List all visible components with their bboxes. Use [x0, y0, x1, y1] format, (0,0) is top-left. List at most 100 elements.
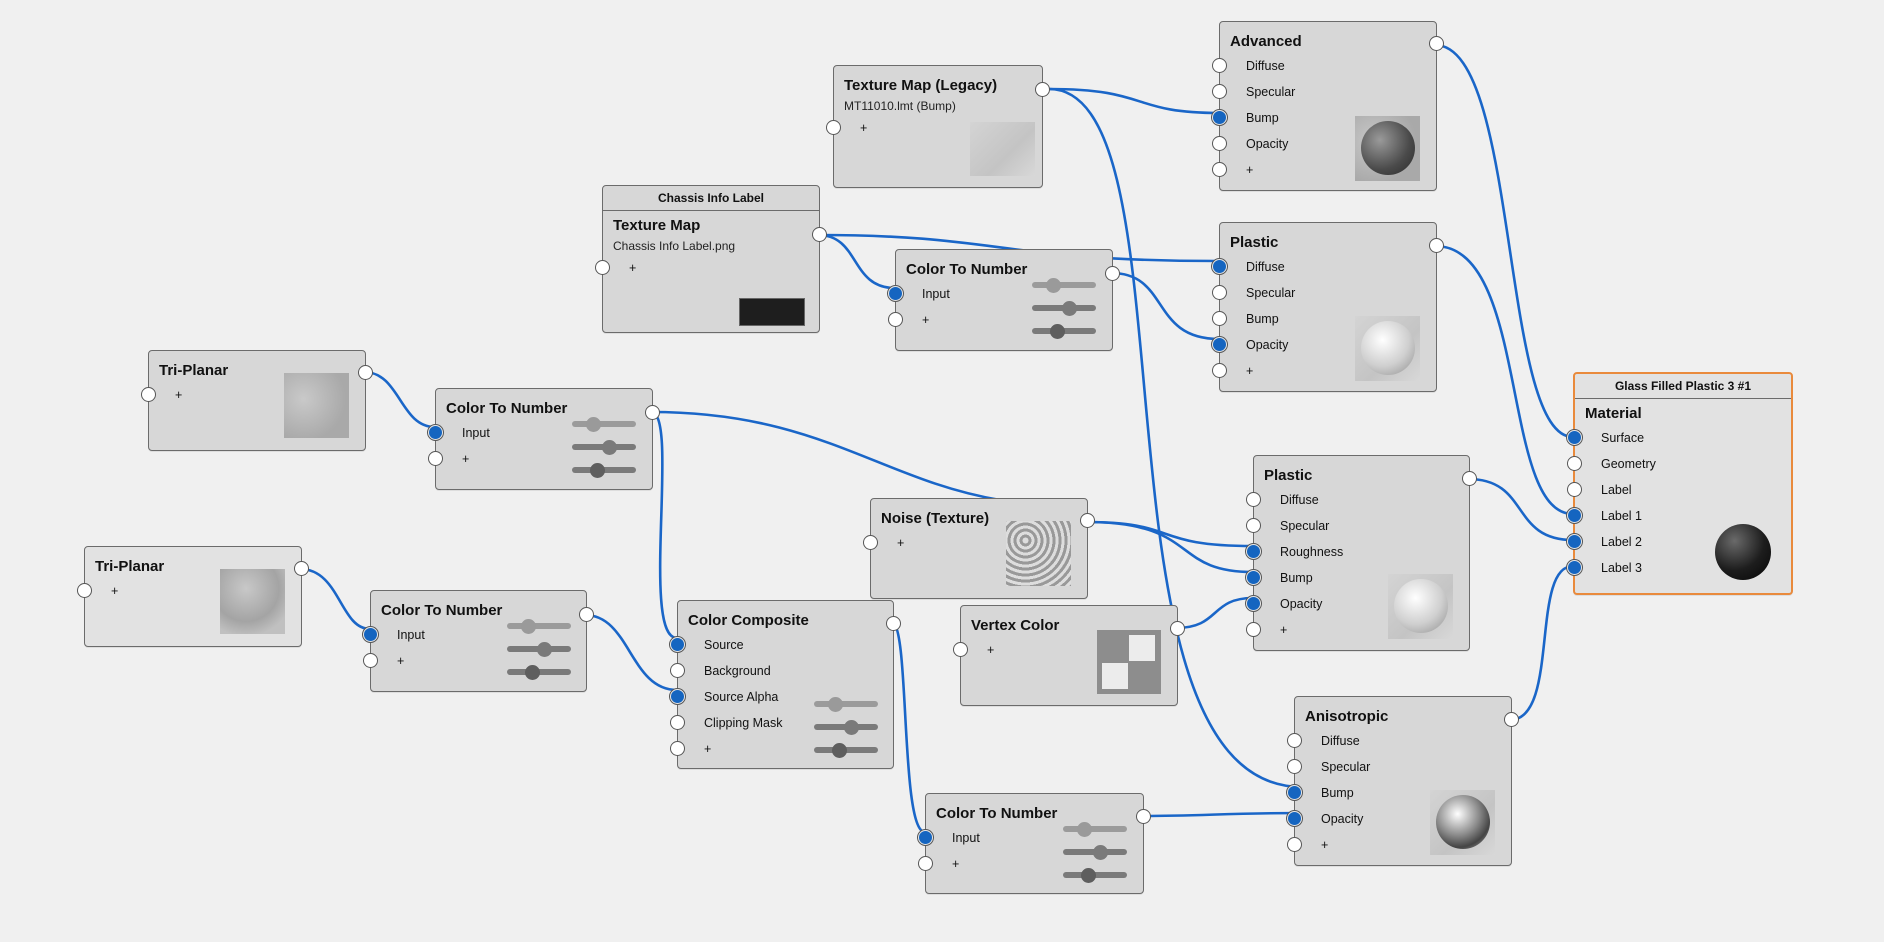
slider-knob[interactable] [1077, 821, 1092, 837]
slider-knob[interactable] [602, 439, 617, 455]
input-port[interactable] [1287, 759, 1302, 774]
port-row-specular[interactable]: Specular [1212, 280, 1436, 306]
output-port[interactable] [1035, 82, 1050, 97]
output-port[interactable] [1136, 809, 1151, 824]
slider-knob[interactable] [844, 719, 859, 735]
input-port[interactable] [1567, 482, 1582, 497]
input-port[interactable] [77, 583, 92, 598]
port-row-opacity[interactable]: Opacity [1212, 332, 1436, 358]
input-port[interactable] [141, 387, 156, 402]
chassis-texture-map-node[interactable]: Chassis Info Label Texture Map Chassis I… [595, 185, 827, 333]
input-port[interactable] [1212, 259, 1227, 274]
input-port[interactable] [670, 689, 685, 704]
port-row-roughness[interactable]: Roughness [1246, 539, 1469, 565]
port-row-bump[interactable]: Bump [1246, 565, 1469, 591]
input-port[interactable] [1212, 136, 1227, 151]
input-port[interactable] [1212, 311, 1227, 326]
port-row-specular[interactable]: Specular [1287, 754, 1511, 780]
output-port[interactable] [579, 607, 594, 622]
input-port[interactable] [670, 637, 685, 652]
port-row-add[interactable]: + [1212, 358, 1436, 384]
port-row-bump[interactable]: Bump [1287, 780, 1511, 806]
output-port[interactable] [1429, 238, 1444, 253]
input-port[interactable] [428, 425, 443, 440]
color-to-number-node-4[interactable]: Color To Number Input + [918, 793, 1151, 894]
anisotropic-material-node[interactable]: Anisotropic Diffuse Specular Bump Opacit… [1287, 696, 1519, 866]
port-row-label-1[interactable]: Label 1 [1567, 503, 1791, 529]
slider-knob[interactable] [525, 664, 540, 680]
input-port[interactable] [918, 856, 933, 871]
tri-planar-node-1[interactable]: Tri-Planar + [141, 350, 373, 451]
slider-knob[interactable] [832, 742, 847, 758]
slider-1[interactable] [814, 696, 878, 712]
port-row-add[interactable]: + [918, 851, 1143, 877]
slider-knob[interactable] [521, 618, 536, 634]
input-port[interactable] [1246, 596, 1261, 611]
slider-1[interactable] [1032, 277, 1096, 293]
slider-2[interactable] [1063, 844, 1127, 860]
port-row-opacity[interactable]: Opacity [1212, 131, 1436, 157]
port-row-diffuse[interactable]: Diffuse [1212, 254, 1436, 280]
input-port[interactable] [670, 715, 685, 730]
input-port[interactable] [863, 535, 878, 550]
input-port[interactable] [1567, 534, 1582, 549]
slider-2[interactable] [507, 641, 571, 657]
input-port[interactable] [826, 120, 841, 135]
texture-map-legacy-node[interactable]: Texture Map (Legacy) MT11010.lmt (Bump) … [826, 65, 1050, 188]
output-port[interactable] [1105, 266, 1120, 281]
port-row-source-alpha[interactable]: Source Alpha [670, 684, 893, 710]
port-row-opacity[interactable]: Opacity [1246, 591, 1469, 617]
input-port[interactable] [1567, 560, 1582, 575]
port-row-clipping-mask[interactable]: Clipping Mask [670, 710, 893, 736]
port-row-input[interactable]: Input [918, 825, 1143, 851]
slider-knob[interactable] [586, 416, 601, 432]
color-composite-node[interactable]: Color Composite Source Background Source… [670, 600, 901, 769]
input-port[interactable] [670, 663, 685, 678]
output-port[interactable] [812, 227, 827, 242]
port-row-add[interactable]: + [77, 578, 301, 604]
input-port[interactable] [1212, 162, 1227, 177]
slider-3[interactable] [1032, 323, 1096, 339]
slider-knob[interactable] [828, 696, 843, 712]
input-port[interactable] [1246, 570, 1261, 585]
slider-1[interactable] [572, 416, 636, 432]
port-row-label-3[interactable]: Label 3 [1567, 555, 1791, 581]
port-row-diffuse[interactable]: Diffuse [1212, 53, 1436, 79]
port-row-label-2[interactable]: Label 2 [1567, 529, 1791, 555]
port-row-surface[interactable]: Surface [1567, 425, 1791, 451]
output-port[interactable] [645, 405, 660, 420]
input-port[interactable] [1212, 84, 1227, 99]
input-port[interactable] [1212, 337, 1227, 352]
port-row-add[interactable]: + [363, 648, 586, 674]
input-port[interactable] [888, 286, 903, 301]
input-port[interactable] [888, 312, 903, 327]
port-row-label[interactable]: Label [1567, 477, 1791, 503]
slider-knob[interactable] [1050, 323, 1065, 339]
input-port[interactable] [363, 627, 378, 642]
output-port[interactable] [1462, 471, 1477, 486]
port-row-input[interactable]: Input [428, 420, 652, 446]
port-row-background[interactable]: Background [670, 658, 893, 684]
port-row-diffuse[interactable]: Diffuse [1287, 728, 1511, 754]
plastic-material-node-1[interactable]: Plastic Diffuse Specular Bump Opacity + [1212, 222, 1444, 392]
port-row-add[interactable]: + [953, 637, 1177, 663]
slider-2[interactable] [1032, 300, 1096, 316]
output-port[interactable] [1429, 36, 1444, 51]
output-port[interactable] [358, 365, 373, 380]
input-port[interactable] [1212, 363, 1227, 378]
port-row-bump[interactable]: Bump [1212, 306, 1436, 332]
slider-3[interactable] [814, 742, 878, 758]
noise-texture-node[interactable]: Noise (Texture) + [863, 498, 1095, 599]
output-port[interactable] [1080, 513, 1095, 528]
input-port[interactable] [1212, 110, 1227, 125]
port-row-input[interactable]: Input [888, 281, 1112, 307]
advanced-material-node[interactable]: Advanced Diffuse Specular Bump Opacity + [1212, 21, 1444, 191]
port-row-add[interactable]: + [1287, 832, 1511, 858]
port-row-diffuse[interactable]: Diffuse [1246, 487, 1469, 513]
input-port[interactable] [1567, 456, 1582, 471]
input-port[interactable] [1567, 430, 1582, 445]
input-port[interactable] [1287, 785, 1302, 800]
input-port[interactable] [1212, 58, 1227, 73]
input-port[interactable] [363, 653, 378, 668]
